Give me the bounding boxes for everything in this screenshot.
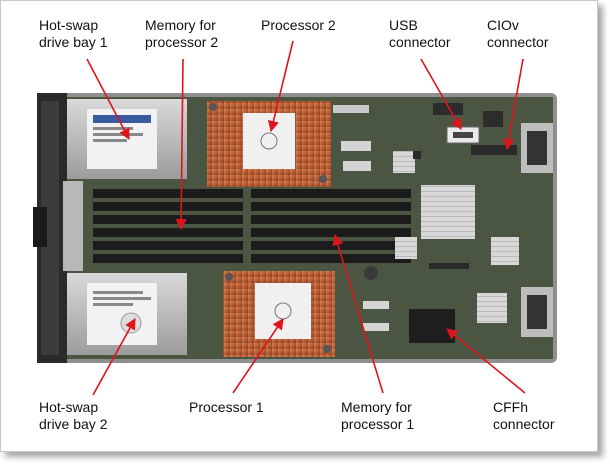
board-components [333, 103, 503, 331]
label-drive-bay-2-line-2: drive bay 2 [39, 416, 108, 432]
label-cffh-connector: CFFh connector [493, 399, 554, 433]
memory-dimms-processor-2 [93, 189, 243, 263]
cffh-connector-graphic [409, 287, 553, 343]
label-drive-bay-1: Hot-swap drive bay 1 [39, 17, 107, 51]
processor-2-heatsink [207, 101, 331, 187]
label-memory-processor-1-line-1: Memory for [341, 399, 412, 415]
arrow-drive-bay-1 [86, 58, 130, 140]
callout-arrows [86, 40, 526, 396]
label-cffh-connector-line-1: CFFh [493, 399, 528, 415]
arrow-processor-1 [232, 318, 284, 394]
usb-connector-graphic [446, 126, 480, 144]
ciov-connector-graphic [471, 123, 553, 173]
label-processor-2: Processor 2 [261, 17, 336, 34]
label-drive-bay-2: Hot-swap drive bay 2 [39, 399, 107, 433]
label-ciov-connector-line-1: CIOv [487, 17, 519, 33]
figure-frame: Hot-swap drive bay 1 Memory for processo… [0, 0, 598, 452]
label-memory-processor-2-line-2: processor 2 [145, 34, 219, 50]
label-memory-processor-1: Memory for processor 1 [341, 399, 414, 433]
drive-bay-1-graphic [67, 99, 187, 179]
arrow-processor-2 [267, 40, 294, 133]
processor-1-heatsink [223, 271, 335, 357]
label-drive-bay-1-line-1: Hot-swap [39, 17, 99, 33]
arrow-usb [420, 58, 462, 130]
label-cffh-connector-line-2: connector [493, 416, 555, 432]
label-usb-connector-line-1: USB [389, 17, 418, 33]
chipset-heatsinks [393, 151, 519, 323]
label-ciov-connector-line-2: connector [487, 34, 549, 50]
blade-server-board-photo [33, 40, 557, 396]
arrow-memory-cpu1 [332, 233, 384, 394]
arrow-ciov [503, 58, 524, 151]
label-memory-processor-2: Memory for processor 2 [145, 17, 218, 51]
label-memory-processor-2-line-1: Memory for [145, 17, 216, 33]
label-usb-connector-line-2: connector [389, 34, 451, 50]
label-processor-2-line-1: Processor 2 [261, 17, 336, 33]
label-memory-processor-1-line-2: processor 1 [341, 416, 415, 432]
label-ciov-connector: CIOv connector [487, 17, 548, 51]
arrow-drive-bay-2 [92, 318, 136, 396]
label-usb-connector: USB connector [389, 17, 450, 51]
arrow-cffh [446, 328, 526, 394]
label-drive-bay-2-line-1: Hot-swap [39, 399, 99, 415]
label-drive-bay-1-line-2: drive bay 1 [39, 34, 108, 50]
label-processor-1: Processor 1 [189, 399, 264, 416]
drive-bay-2-graphic [67, 273, 187, 355]
arrow-memory-cpu2 [175, 58, 187, 231]
label-processor-1-line-1: Processor 1 [189, 399, 264, 415]
memory-dimms-processor-1 [251, 189, 411, 263]
